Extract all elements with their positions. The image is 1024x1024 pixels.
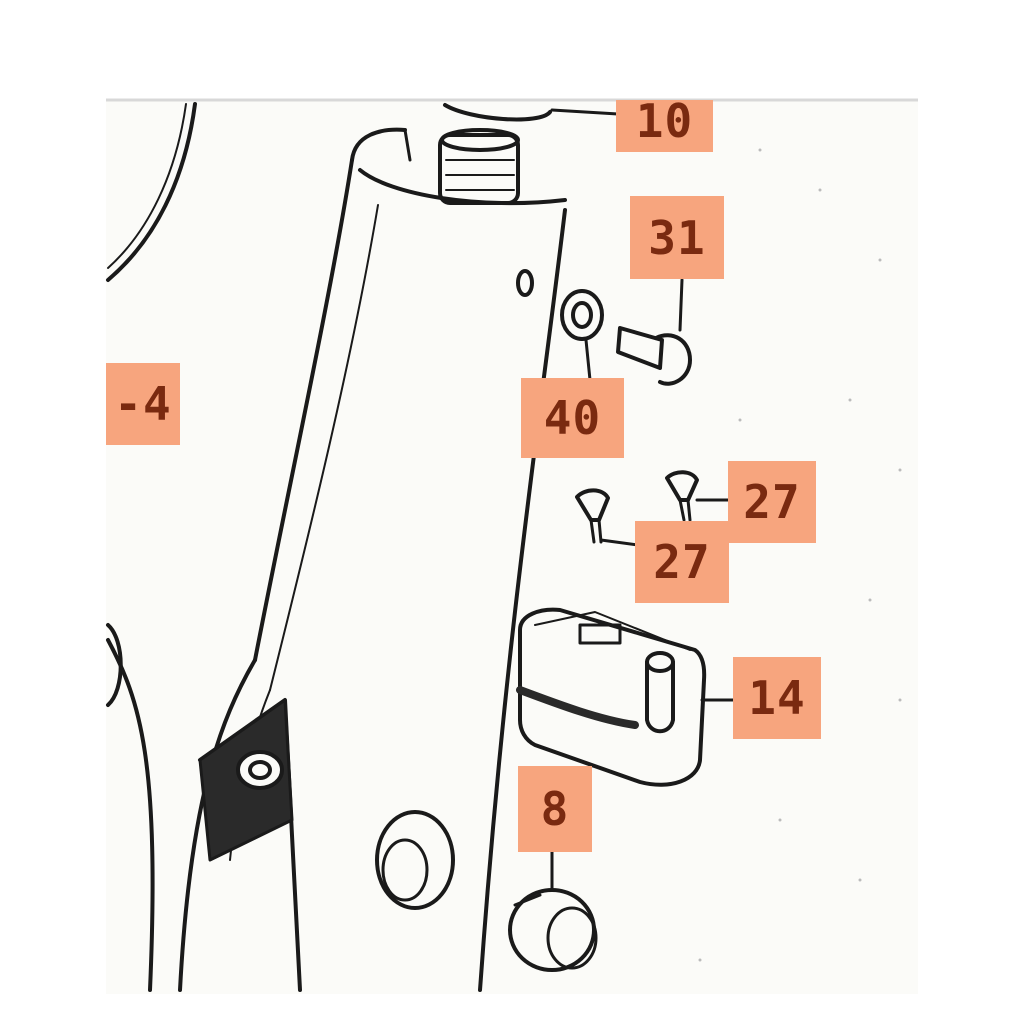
screw-27-upper [665,470,699,502]
callout-bg-4 [106,363,180,445]
frame-outer-curve [106,102,197,282]
tube-hole [516,269,534,297]
fork-tube-left-edge [253,158,354,662]
fork-tube-right-edge [478,208,567,992]
callout-bg-40 [521,378,624,458]
washer-10 [443,103,552,122]
threaded-stem-top [440,128,520,152]
fork-tube-left-inner [269,204,379,691]
paper-background [106,100,918,994]
leader-31 [678,278,684,332]
frame-outer-curve-inner [107,103,187,269]
bolt-31-head [654,333,692,386]
callout-bg-27-lower [635,521,729,603]
callout-label-31: 31 [648,210,706,265]
callout-bg-8 [518,766,592,852]
scan-speckles [648,148,902,962]
callout-label-8: 8 [540,782,570,836]
block-slot [578,623,622,645]
callout-bg-27-upper [728,461,816,543]
callout-label-14: 14 [748,671,806,725]
threaded-stem [438,133,520,205]
leader-40 [584,338,592,382]
leader-10 [550,108,620,116]
bolt-31-shank [616,326,664,370]
callout-bg-10 [616,100,713,152]
clamp-block-14 [518,607,707,787]
callout-label-4: -4 [114,377,172,431]
washer-40 [560,289,604,341]
pivot-bolt [236,750,284,790]
fork-boss-hole [375,810,455,910]
callout-bg-14 [733,657,821,739]
left-ring-fragment [106,623,123,707]
callout-label-27-upper: 27 [743,475,801,529]
block-shadow [516,686,639,729]
screw-27-lower [575,488,610,522]
callout-bg-31 [630,196,724,279]
callout-label-10: 10 [635,94,694,148]
callout-label-27-lower: 27 [653,535,711,589]
callout-backgrounds [106,100,821,852]
callout-label-40: 40 [543,391,602,445]
tube-top-lip [350,127,407,162]
tube-top-slot [403,128,412,162]
